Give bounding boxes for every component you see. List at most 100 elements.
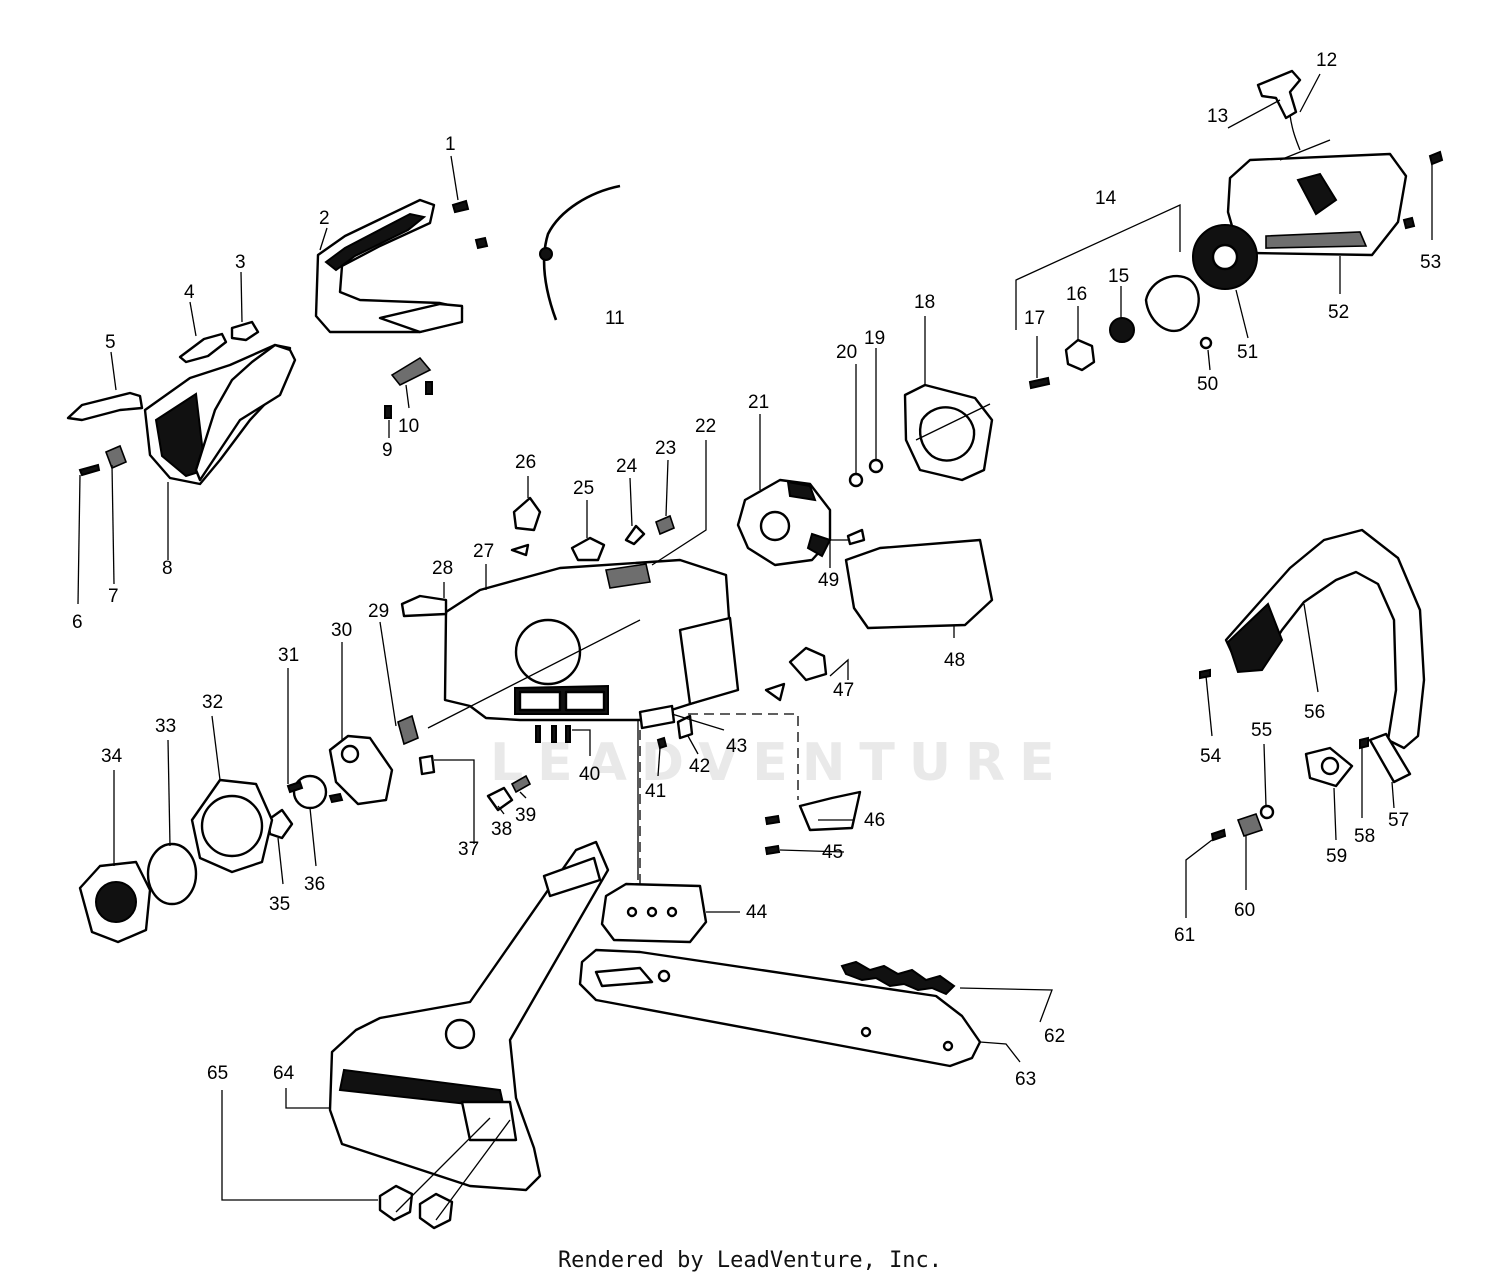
- callout-51: 51: [1237, 342, 1258, 363]
- part-20-washer: [848, 472, 864, 488]
- part-48-air-filter-cover: [844, 538, 994, 630]
- part-62-chain: [840, 960, 956, 996]
- callout-46: 46: [864, 810, 885, 831]
- part-38-oil-cap: [486, 786, 514, 812]
- part-37-clip: [418, 754, 436, 776]
- callout-28: 28: [432, 558, 453, 579]
- part-4-trigger-lock: [178, 332, 228, 364]
- watermark-text: LEADVENTURE: [490, 733, 1069, 793]
- part-27-main-housing: [443, 558, 736, 722]
- callout-21: 21: [748, 392, 769, 413]
- part-31-screw: [286, 780, 304, 794]
- part-10-spring: [390, 356, 432, 387]
- callout-11: 11: [605, 308, 625, 329]
- part-39-pin: [510, 774, 532, 794]
- part-15-pawl: [1109, 317, 1135, 343]
- callout-17: 17: [1024, 308, 1045, 329]
- callout-22: 22: [695, 416, 716, 437]
- starter-assembly: [1028, 69, 1444, 390]
- part-58-screw: [1359, 736, 1369, 750]
- callout-47: 47: [833, 680, 854, 701]
- part-1-screw: [451, 199, 470, 214]
- callout-23: 23: [655, 438, 676, 459]
- callout-54: 54: [1200, 746, 1222, 767]
- callout-45: 45: [822, 842, 843, 863]
- callout-7: 7: [108, 586, 119, 607]
- callout-16: 16: [1066, 284, 1087, 305]
- part-24-pin: [624, 524, 646, 546]
- callout-59: 59: [1326, 846, 1347, 867]
- part-47-plug: [788, 646, 828, 682]
- callout-65: 65: [207, 1063, 228, 1084]
- callout-5: 5: [105, 332, 116, 353]
- part-43-plate: [638, 704, 676, 730]
- part-17-screw: [1028, 376, 1051, 390]
- callout-33: 33: [155, 716, 176, 737]
- callout-26: 26: [515, 452, 536, 473]
- engine-housing: [397, 496, 740, 750]
- part-49-bracket: [846, 528, 866, 546]
- callout-12: 12: [1316, 50, 1337, 71]
- leader-lines: [77, 73, 1433, 1221]
- callout-9: 9: [382, 440, 393, 461]
- part-13-starter-handle: [1256, 69, 1302, 120]
- part-14-flywheel-cover: [1144, 274, 1200, 333]
- part-25-bracket: [570, 536, 606, 562]
- callout-18: 18: [914, 292, 935, 313]
- part-46-bumper: [798, 790, 862, 832]
- callout-53: 53: [1420, 252, 1441, 273]
- callout-10: 10: [398, 416, 419, 437]
- callout-39: 39: [515, 805, 536, 826]
- callout-60: 60: [1234, 900, 1255, 921]
- part-11-throttle-cable: [542, 184, 621, 321]
- callout-36: 36: [304, 874, 325, 895]
- footer-credit: Rendered by LeadVenture, Inc.: [557, 1248, 943, 1273]
- part-61-screw: [1210, 828, 1227, 842]
- callout-1: 1: [445, 134, 456, 155]
- callout-35: 35: [269, 894, 290, 915]
- part-55-washer: [1259, 804, 1275, 820]
- part-22-gasket: [605, 563, 651, 589]
- part-16-nut: [1064, 338, 1096, 372]
- part-45-screw: [764, 814, 781, 856]
- callout-32: 32: [202, 692, 223, 713]
- part-3-latch: [230, 320, 260, 342]
- callout-52: 52: [1328, 302, 1349, 323]
- rear-handle-assembly: [66, 198, 489, 486]
- callout-2: 2: [319, 208, 330, 229]
- callout-30: 30: [331, 620, 352, 641]
- part-5-trigger: [66, 391, 144, 422]
- part-26-plug: [512, 496, 542, 532]
- callout-57: 57: [1388, 810, 1409, 831]
- part-60-mount: [1236, 812, 1264, 838]
- part-53-screw: [1428, 150, 1444, 166]
- part-29-bushing: [397, 714, 419, 746]
- callout-40: 40: [579, 764, 600, 785]
- callout-34: 34: [101, 746, 123, 767]
- callout-44: 44: [746, 902, 768, 923]
- part-6-screw: [78, 463, 101, 477]
- callout-27: 27: [473, 541, 494, 562]
- callout-55: 55: [1251, 720, 1272, 741]
- callout-13: 13: [1207, 106, 1228, 127]
- callout-numbers: 1 2 3 4 5 6 7 8 9 10 11 12 13 14 15 16 1…: [72, 50, 1441, 1090]
- callout-4: 4: [184, 282, 195, 303]
- callout-61: 61: [1174, 925, 1195, 946]
- part-56-front-handle: [1224, 528, 1426, 750]
- part-19-nut: [868, 458, 884, 474]
- callout-24: 24: [616, 456, 638, 477]
- callout-3: 3: [235, 252, 246, 273]
- callout-48: 48: [944, 650, 965, 671]
- callout-29: 29: [368, 601, 389, 622]
- part-36-sprocket: [292, 774, 328, 810]
- callout-58: 58: [1354, 826, 1375, 847]
- part-7-spring: [104, 444, 128, 470]
- part-23-spring: [655, 514, 675, 536]
- part-57-bracket: [1368, 732, 1412, 784]
- part-41-screw: [656, 736, 668, 750]
- callout-50: 50: [1197, 374, 1218, 395]
- callout-63: 63: [1015, 1069, 1036, 1090]
- part-2-handle-frame: [314, 198, 464, 334]
- part-50-washer: [1199, 336, 1213, 350]
